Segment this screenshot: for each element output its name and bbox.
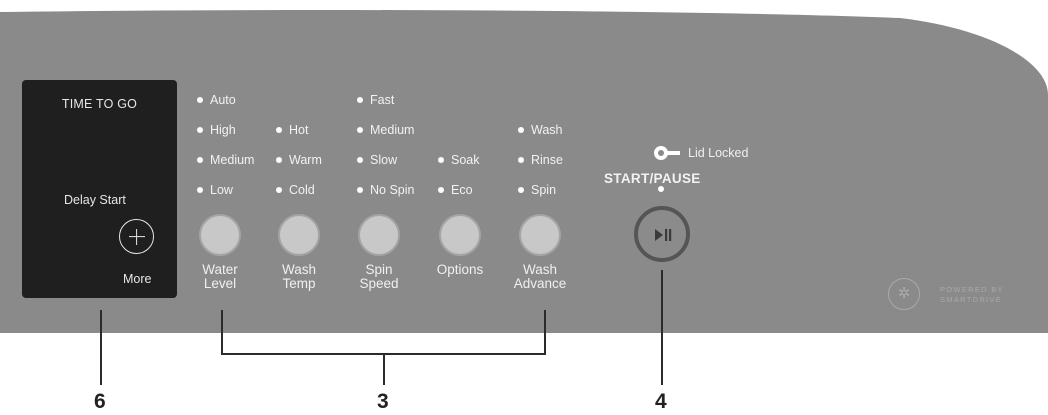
brand-line1: POWERED BY (940, 285, 1004, 294)
status-light-icon (197, 187, 203, 193)
brand-line2: SMARTDRIVE (940, 295, 1003, 304)
time-to-go-label: TIME TO GO (61, 97, 138, 111)
indicator-temp-cold: Cold (276, 183, 315, 197)
time-display: TIME TO GO Delay Start More (22, 80, 177, 298)
start-pause-button[interactable] (634, 206, 690, 262)
indicator-advance-spin: Spin (518, 183, 556, 197)
key-icon (654, 146, 684, 160)
play-pause-icon (655, 229, 672, 241)
indicator-spin-nospin: No Spin (357, 183, 414, 197)
status-light-icon (197, 127, 203, 133)
status-light-icon (357, 157, 363, 163)
status-light-icon (357, 127, 363, 133)
options-label: Options (436, 262, 484, 277)
indicator-water-high: High (197, 123, 236, 137)
indicator-spin-fast: Fast (357, 93, 394, 107)
options-button[interactable] (439, 214, 481, 256)
callout-leader-lines (100, 270, 663, 385)
callout-4: 4 (655, 390, 667, 413)
spin-speed-button[interactable] (358, 214, 400, 256)
status-light-icon (518, 127, 524, 133)
brand-badge: ✲ POWERED BY SMARTDRIVE (888, 278, 1028, 312)
indicator-spin-medium: Medium (357, 123, 414, 137)
water-level-button[interactable] (199, 214, 241, 256)
indicator-water-medium: Medium (197, 153, 254, 167)
status-light-icon (518, 157, 524, 163)
start-pause-light-icon (658, 186, 664, 192)
status-light-icon (276, 187, 282, 193)
more-label: More (123, 272, 152, 286)
start-pause-label: START/PAUSE (604, 171, 701, 186)
status-light-icon (438, 187, 444, 193)
callout-6: 6 (94, 390, 106, 413)
indicator-water-auto: Auto (197, 93, 236, 107)
status-light-icon (357, 187, 363, 193)
wash-temp-button[interactable] (278, 214, 320, 256)
callout-3: 3 (377, 390, 389, 413)
status-light-icon (276, 157, 282, 163)
lid-locked-label: Lid Locked (688, 146, 749, 160)
indicator-spin-slow: Slow (357, 153, 397, 167)
indicator-advance-rinse: Rinse (518, 153, 563, 167)
status-light-icon (438, 157, 444, 163)
status-light-icon (197, 97, 203, 103)
indicator-temp-warm: Warm (276, 153, 322, 167)
indicator-option-eco: Eco (438, 183, 473, 197)
delay-start-label: Delay Start (64, 193, 126, 207)
indicator-option-soak: Soak (438, 153, 480, 167)
indicator-temp-hot: Hot (276, 123, 308, 137)
wash-advance-button[interactable] (519, 214, 561, 256)
status-light-icon (357, 97, 363, 103)
status-light-icon (197, 157, 203, 163)
status-light-icon (518, 187, 524, 193)
indicator-advance-wash: Wash (518, 123, 563, 137)
indicator-water-low: Low (197, 183, 233, 197)
plus-icon[interactable] (119, 219, 154, 254)
smartdrive-logo-icon: ✲ (888, 278, 920, 310)
status-light-icon (276, 127, 282, 133)
